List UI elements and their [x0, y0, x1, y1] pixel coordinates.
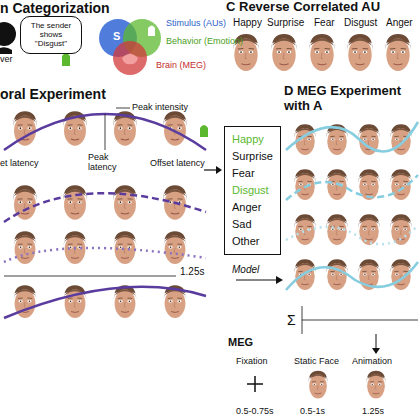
label: 0.5-1s — [300, 406, 325, 416]
label: Fixation — [236, 356, 268, 366]
emotion-option: Anger — [232, 199, 273, 216]
label: oral Experiment — [0, 86, 106, 102]
label: n Categorization — [0, 0, 110, 16]
label: Anger — [386, 17, 413, 29]
label: C Reverse Correlated AU — [226, 0, 380, 15]
emotion-option: Sad — [232, 216, 273, 233]
label: et latency — [0, 158, 39, 168]
label: Model — [232, 264, 259, 276]
label: Animation — [352, 356, 392, 366]
label: 1.25s — [362, 406, 384, 416]
label: Σ — [287, 312, 296, 328]
label: 0.5-0.75s — [236, 406, 274, 416]
emotion-option: Disgust — [232, 182, 273, 199]
label: Behavior (Emotion) — [166, 36, 243, 46]
bubble-text: The sender shows "Disgust" — [26, 21, 76, 49]
emotion-option: Fear — [232, 165, 273, 182]
label: Static Face — [294, 356, 339, 366]
speech-bubble: The sender shows "Disgust" — [20, 16, 82, 54]
label: Offset latency — [150, 158, 205, 168]
label: Stimulus (AUs) — [166, 18, 226, 28]
label: Peak intensity — [132, 102, 188, 112]
emotion-option: Other — [232, 233, 273, 250]
label: Brain (MEG) — [156, 60, 206, 70]
label: ver — [0, 54, 13, 64]
label: Fear — [314, 17, 335, 29]
emotion-option: Surprise — [232, 148, 273, 165]
label: Happy — [233, 17, 262, 29]
emotion-option: Happy — [232, 131, 273, 148]
choice-box: HappySurpriseFearDisgustAngerSadOther — [224, 126, 281, 255]
label: Surprise — [267, 17, 304, 29]
label: Disgust — [344, 17, 377, 29]
label: D MEG Experiment with A — [284, 84, 418, 114]
label: S — [113, 30, 120, 43]
label: 1.25s — [180, 266, 204, 278]
label: MEG — [228, 336, 253, 349]
label: Peak latency — [88, 152, 128, 173]
